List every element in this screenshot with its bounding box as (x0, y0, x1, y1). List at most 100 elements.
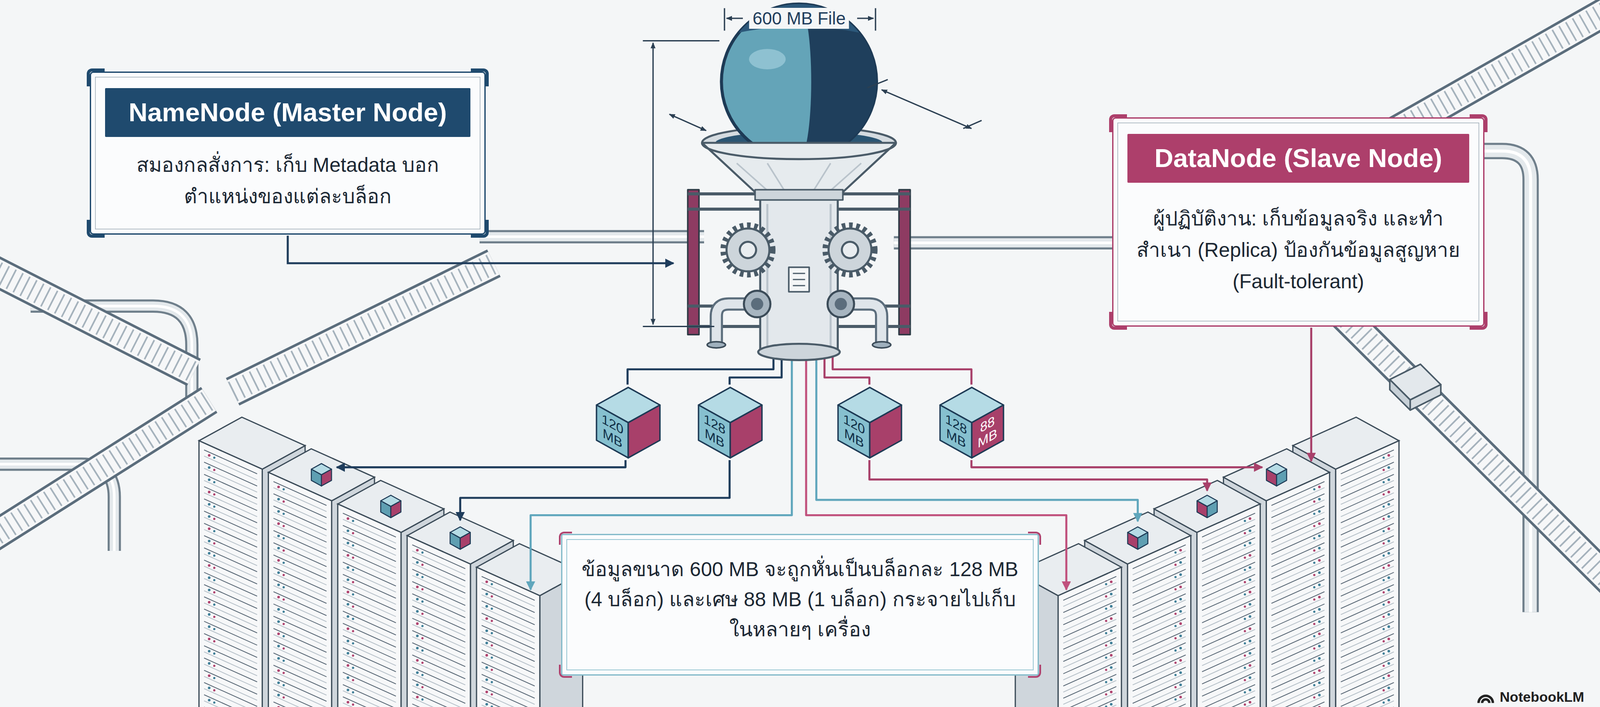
server-rack (282, 646, 285, 650)
server-rack (204, 510, 258, 535)
server-rack (481, 576, 535, 601)
server-rack (1201, 537, 1256, 562)
server-rack (204, 657, 258, 682)
server-rack (1340, 590, 1394, 615)
server-rack (1382, 591, 1385, 594)
server-rack (412, 562, 466, 587)
server-rack (204, 517, 258, 542)
server-rack (481, 674, 535, 698)
server-rack (1340, 523, 1394, 548)
server-rack (351, 592, 355, 596)
server-rack (1271, 511, 1325, 536)
server-rack (1340, 663, 1394, 688)
server-rack (282, 561, 285, 564)
server-rack (273, 622, 327, 647)
server-rack (346, 639, 350, 643)
server-rack (1382, 480, 1385, 484)
server-rack (273, 634, 327, 659)
node-body: สมองกลสั่งการ: เก็บ Metadata บอกตำแหน่งข… (105, 149, 471, 212)
server-rack (412, 697, 466, 707)
server-rack (485, 580, 488, 583)
caption-box: ข้อมูลขนาด 600 MB จะถูกหั่นเป็นบล็อกละ 1… (561, 533, 1039, 676)
server-rack (412, 691, 466, 707)
server-rack (1340, 486, 1394, 511)
stored-block-cube (1197, 500, 1208, 518)
server-rack (412, 679, 466, 704)
server-rack (1179, 585, 1182, 589)
server-rack (1132, 673, 1186, 698)
server-rack (412, 654, 466, 679)
server-rack (207, 527, 211, 530)
server-rack (1271, 616, 1325, 640)
server-rack (1317, 705, 1321, 707)
cube-face (730, 405, 763, 458)
server-rack (415, 609, 419, 613)
server-rack (207, 686, 211, 689)
server-rack (1313, 561, 1316, 564)
server-rack (204, 670, 258, 695)
server-rack (1387, 661, 1390, 665)
server-rack (342, 690, 396, 707)
server-rack (1313, 683, 1316, 686)
server-rack (1340, 449, 1394, 474)
server-rack (485, 604, 488, 608)
server-rack (207, 637, 211, 640)
corner-bracket (470, 68, 489, 87)
server-rack (204, 529, 258, 554)
server-rack (342, 549, 396, 574)
server-rack (1132, 691, 1186, 707)
server-rack (282, 500, 285, 503)
server-rack (351, 703, 355, 706)
server-rack (204, 700, 258, 707)
server-rack (204, 602, 258, 627)
caption-text: ข้อมูลขนาด 600 MB จะถูกหั่นเป็นบล็อกละ 1… (580, 554, 1020, 645)
server-rack (1109, 702, 1113, 706)
server-rack (1127, 535, 1191, 707)
server-rack (1132, 630, 1186, 655)
server-rack (342, 555, 396, 580)
server-rack (412, 599, 466, 624)
server-rack (1105, 680, 1108, 683)
server-rack (1271, 524, 1325, 549)
server-rack (1271, 493, 1325, 518)
server-rack (204, 480, 258, 505)
server-rack (1248, 517, 1252, 520)
server-rack (415, 622, 419, 625)
server-rack (1340, 535, 1394, 560)
server-rack (1201, 598, 1256, 623)
server-rack (490, 607, 494, 610)
server-rack (282, 671, 285, 674)
server-rack (1382, 640, 1385, 643)
funnel-machine (748, 48, 786, 70)
server-rack (485, 665, 488, 669)
server-rack (1313, 512, 1316, 515)
server-rack (213, 627, 216, 630)
server-rack (1248, 565, 1252, 569)
server-rack (1201, 684, 1256, 707)
funnel-machine (687, 3, 911, 361)
server-rack (213, 603, 216, 606)
conveyor-belt (232, 262, 494, 392)
server-rack (204, 547, 258, 572)
server-rack (213, 652, 216, 655)
server-rack (1340, 584, 1394, 609)
server-rack (1179, 695, 1182, 698)
server-rack (1340, 559, 1394, 584)
server-rack (204, 596, 258, 621)
conveyor-belt (0, 268, 195, 373)
server-rack (421, 636, 424, 640)
server-rack (1266, 472, 1330, 707)
server-rack (1340, 571, 1394, 596)
server-rack (342, 684, 396, 707)
server-rack (204, 456, 258, 480)
server-rack (207, 539, 211, 542)
server-rack (1271, 585, 1325, 610)
server-rack (412, 636, 466, 661)
server-rack (412, 568, 466, 593)
server-rack (204, 682, 258, 707)
server-rack (1063, 588, 1117, 613)
server-rack (1317, 681, 1321, 685)
server-rack (1063, 704, 1117, 707)
funnel-machine (788, 267, 810, 292)
server-rack (342, 635, 396, 660)
